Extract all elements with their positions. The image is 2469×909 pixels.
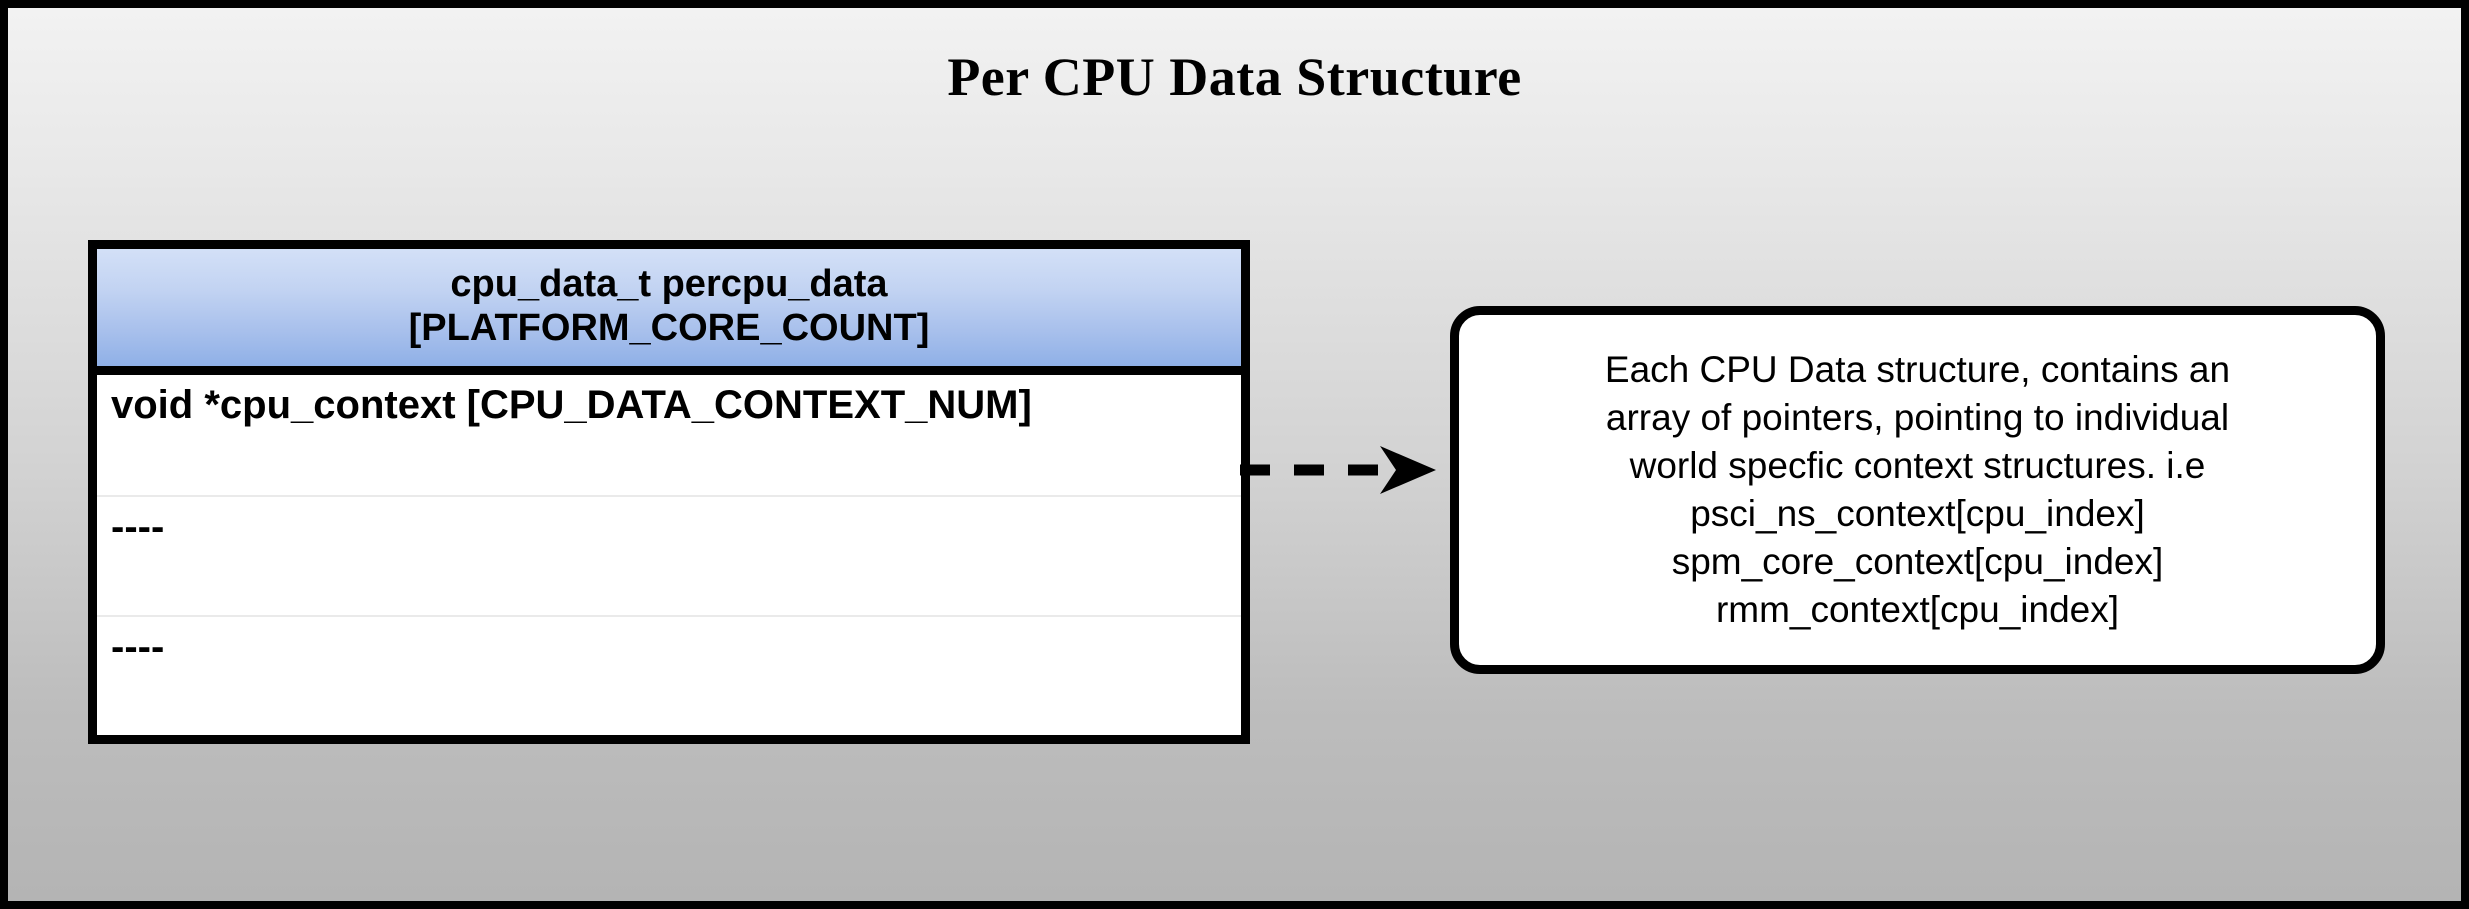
table-row: ----: [97, 615, 1241, 735]
struct-field-cpu-context: void *cpu_context [CPU_DATA_CONTEXT_NUM]: [111, 383, 1032, 428]
dashed-arrow-right-icon: [1240, 446, 1436, 494]
table-row: ----: [97, 495, 1241, 615]
struct-field-placeholder-1: ----: [111, 505, 165, 550]
struct-field-placeholder-2: ----: [111, 625, 165, 670]
percpu-data-struct-table: cpu_data_t percpu_data [PLATFORM_CORE_CO…: [88, 240, 1250, 745]
table-row: void *cpu_context [CPU_DATA_CONTEXT_NUM]: [97, 375, 1241, 495]
connector-arrowhead: [1380, 446, 1436, 494]
struct-table-header: cpu_data_t percpu_data [PLATFORM_CORE_CO…: [97, 249, 1241, 376]
page-title: Per CPU Data Structure: [947, 47, 1522, 107]
callout-box: Each CPU Data structure, contains an arr…: [1450, 306, 2385, 674]
callout-description: Each CPU Data structure, contains an arr…: [1604, 348, 2231, 631]
struct-header-line-1: cpu_data_t percpu_data: [450, 263, 888, 305]
struct-header-line-2: [PLATFORM_CORE_COUNT]: [408, 306, 930, 349]
